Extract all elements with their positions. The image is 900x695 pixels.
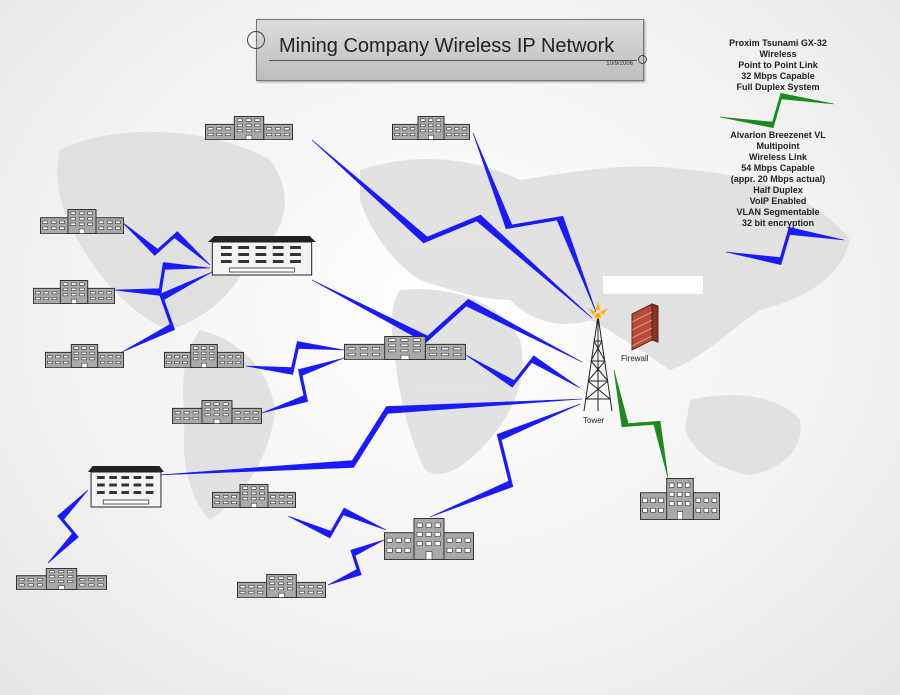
link-building-10-building-9 xyxy=(287,507,387,539)
title-box: Mining Company Wireless IP Network 10/9/… xyxy=(256,19,644,81)
legend-blue-line-4: 54 Mbps Capable xyxy=(741,163,815,173)
building-6-icon xyxy=(164,344,244,373)
link-tower-data-center-2 xyxy=(157,398,583,476)
building-10-icon xyxy=(384,518,474,565)
title-dot-icon xyxy=(638,55,647,64)
legend-green-sample xyxy=(719,92,835,129)
legend-green-line-5: Full Duplex System xyxy=(736,82,820,92)
link-data-center-1-building-3 xyxy=(121,221,211,266)
legend-green-line-3: Point to Point Link xyxy=(738,60,818,70)
building-9-icon xyxy=(212,484,296,513)
link-tower-building-2 xyxy=(472,132,597,313)
legend-blue-line-9: 32 bit encryption xyxy=(741,218,814,228)
building-3-icon xyxy=(40,209,124,239)
diagram-date: 10/9/2006 xyxy=(606,61,633,67)
building-13-icon xyxy=(640,478,720,525)
building-12-icon xyxy=(237,574,326,603)
title-circle-icon xyxy=(247,31,265,49)
legend-blue-line-2: Multipoint xyxy=(756,141,800,151)
legend-blue-line-5: (appr. 20 Mbps actual) xyxy=(730,174,826,184)
legend-blue-sample xyxy=(725,227,845,265)
tower-label: Tower xyxy=(583,416,605,425)
firewall-label: Firewall xyxy=(621,354,649,363)
legend-blue-line-7: VoIP Enabled xyxy=(749,196,807,206)
data-center-2-icon xyxy=(88,458,164,513)
legend-blue-link: Alvarion Breezenet VL Multipoint Wireles… xyxy=(718,130,838,229)
legend-green-link: Proxim Tsunami GX-32 Wireless Point to P… xyxy=(718,38,838,93)
legend-blue-line-1: Alvarion Breezenet VL xyxy=(730,130,826,140)
legend-green-line-4: 32 Mbps Capable xyxy=(741,71,815,81)
diagram-title: Mining Company Wireless IP Network xyxy=(279,35,615,57)
link-building-10-building-12 xyxy=(327,539,385,586)
link-tower-building-7 xyxy=(465,354,581,389)
link-data-center-2-building-11 xyxy=(47,489,89,564)
link-tower-building-10 xyxy=(429,403,581,518)
title-rule xyxy=(269,60,637,61)
link-data-center-1-building-5 xyxy=(121,271,213,353)
building-7-icon xyxy=(344,336,467,365)
building-2-icon xyxy=(392,116,470,145)
building-8-icon xyxy=(172,400,262,429)
firewall-icon xyxy=(631,303,659,351)
legend-blue-line-6: Half Duplex xyxy=(753,185,803,195)
data-center-1-icon xyxy=(208,228,316,281)
building-11-icon xyxy=(16,568,108,595)
building-5-icon xyxy=(45,344,125,373)
link-building-7-building-6 xyxy=(245,341,345,375)
legend-green-line-2: Wireless xyxy=(759,49,797,59)
link-building-7-building-8 xyxy=(261,357,345,414)
building-1-icon xyxy=(205,116,294,145)
legend-blue-line-8: VLAN Segmentable xyxy=(736,207,820,217)
blank-label-bar xyxy=(603,276,703,294)
legend-blue-line-3: Wireless Link xyxy=(749,152,807,162)
tower-icon xyxy=(583,300,613,412)
link-tower-building-1 xyxy=(311,139,593,319)
legend-green-line-1: Proxim Tsunami GX-32 xyxy=(729,38,827,48)
link-tower-building-13 xyxy=(613,369,669,479)
building-4-icon xyxy=(33,280,116,309)
